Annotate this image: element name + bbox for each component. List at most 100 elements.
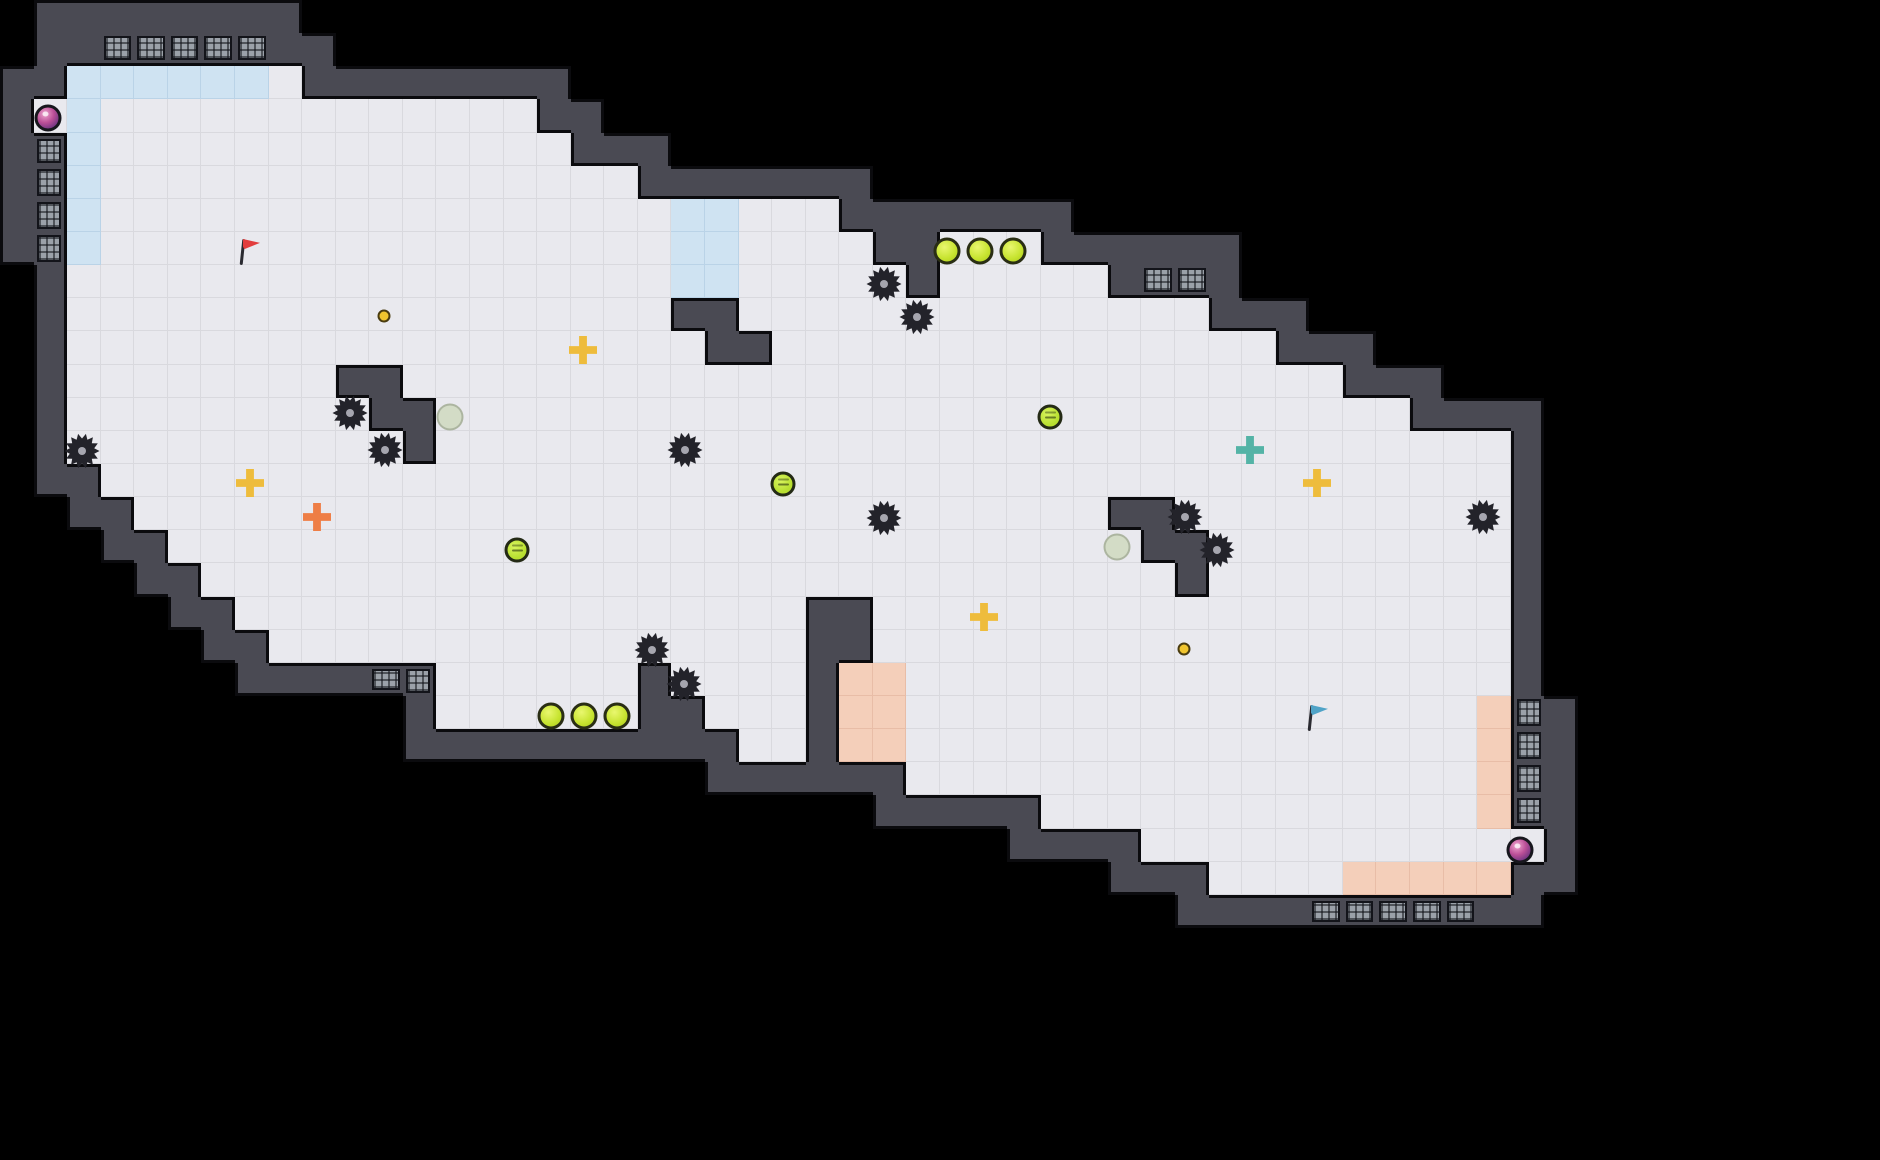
- green-orb[interactable]: [1037, 404, 1063, 430]
- floor-tile: [1041, 530, 1074, 563]
- wall-tile: [1511, 563, 1544, 597]
- floor-tile: [1209, 795, 1242, 829]
- saw-blade[interactable]: [666, 666, 702, 702]
- player-orb[interactable]: [34, 104, 62, 132]
- wall-tile: [269, 33, 302, 66]
- floor-tile: [504, 331, 537, 365]
- floor-tile: [1074, 331, 1108, 365]
- floor-tile: [1074, 795, 1108, 829]
- floor-tile: [1410, 563, 1444, 597]
- floor-tile: [671, 597, 705, 630]
- floor-tile: [1276, 663, 1309, 696]
- saw-blade[interactable]: [367, 432, 403, 468]
- coin[interactable]: [603, 702, 631, 730]
- floor-tile: [772, 431, 806, 464]
- floor-tile: [739, 663, 772, 696]
- saw-blade[interactable]: [1167, 499, 1203, 535]
- saw-blade[interactable]: [64, 433, 100, 469]
- floor-tile: [906, 563, 940, 597]
- floor-tile: [336, 530, 369, 563]
- wall-tile: [671, 696, 705, 729]
- floor-tile: [1444, 530, 1477, 563]
- saw-blade[interactable]: [866, 266, 902, 302]
- floor-tile: [1175, 331, 1209, 365]
- floor-tile: [1041, 563, 1074, 597]
- floor-tile: [302, 464, 336, 497]
- vent-grate-icon: [1447, 901, 1474, 922]
- floor-tile: [671, 563, 705, 597]
- floor-tile: [739, 265, 772, 298]
- floor-tile: [1242, 497, 1276, 530]
- red-flag[interactable]: [231, 236, 263, 268]
- floor-tile: [336, 497, 369, 530]
- coin[interactable]: [966, 237, 994, 265]
- floor-tile: [369, 265, 403, 298]
- floor-tile: [302, 597, 336, 630]
- grate-block: [1444, 895, 1477, 928]
- ice-floor-tile: [671, 199, 705, 232]
- wall-tile: [1209, 265, 1242, 298]
- coin[interactable]: [570, 702, 598, 730]
- saw-blade[interactable]: [667, 432, 703, 468]
- saw-blade[interactable]: [634, 632, 670, 668]
- coin[interactable]: [537, 702, 565, 730]
- saw-blade[interactable]: [899, 299, 935, 335]
- floor-tile: [269, 530, 302, 563]
- vent-grate-icon: [1517, 765, 1541, 792]
- wall-tile: [1343, 365, 1376, 398]
- floor-tile: [671, 365, 705, 398]
- floor-tile: [336, 232, 369, 265]
- floor-tile: [1209, 597, 1242, 630]
- green-orb[interactable]: [770, 471, 796, 497]
- floor-tile: [168, 232, 201, 265]
- floor-tile: [470, 696, 504, 729]
- floor-tile: [403, 298, 436, 331]
- floor-tile: [336, 331, 369, 365]
- floor-tile: [235, 530, 269, 563]
- floor-tile: [269, 199, 302, 232]
- ghost-orb[interactable]: [436, 403, 464, 431]
- coin[interactable]: [933, 237, 961, 265]
- ghost-orb[interactable]: [1103, 533, 1131, 561]
- floor-tile: [302, 331, 336, 365]
- wall-tile: [839, 630, 873, 663]
- floor-tile: [906, 497, 940, 530]
- saw-blade[interactable]: [332, 395, 368, 431]
- wall-tile: [806, 696, 839, 729]
- player-orb[interactable]: [1506, 836, 1534, 864]
- floor-tile: [1410, 431, 1444, 464]
- grate-block: [1141, 265, 1175, 298]
- saw-blade[interactable]: [1465, 499, 1501, 535]
- small-coin[interactable]: [377, 309, 391, 323]
- floor-tile: [436, 298, 470, 331]
- saw-blade[interactable]: [1199, 532, 1235, 568]
- floor-tile: [739, 497, 772, 530]
- floor-tile: [1309, 530, 1343, 563]
- floor-tile: [705, 563, 739, 597]
- floor-tile: [470, 265, 504, 298]
- floor-tile: [504, 497, 537, 530]
- floor-tile: [1041, 762, 1074, 795]
- floor-tile: [436, 331, 470, 365]
- floor-tile: [1175, 729, 1209, 762]
- floor-tile: [336, 597, 369, 630]
- green-orb[interactable]: [504, 537, 530, 563]
- floor-tile: [571, 431, 604, 464]
- coin[interactable]: [999, 237, 1027, 265]
- wall-tile: [235, 0, 269, 33]
- blue-flag[interactable]: [1299, 702, 1331, 734]
- wall-tile: [638, 133, 671, 166]
- floor-tile: [1309, 431, 1343, 464]
- floor-tile: [638, 232, 671, 265]
- floor-tile: [806, 563, 839, 597]
- wall-tile: [0, 166, 34, 199]
- floor-tile: [369, 497, 403, 530]
- floor-tile: [403, 630, 436, 663]
- saw-blade[interactable]: [866, 500, 902, 536]
- floor-tile: [1477, 630, 1511, 663]
- floor-tile: [537, 563, 571, 597]
- floor-tile: [336, 199, 369, 232]
- vent-grate-icon: [204, 36, 232, 60]
- small-coin[interactable]: [1177, 642, 1191, 656]
- green-orb-face: [1044, 416, 1056, 419]
